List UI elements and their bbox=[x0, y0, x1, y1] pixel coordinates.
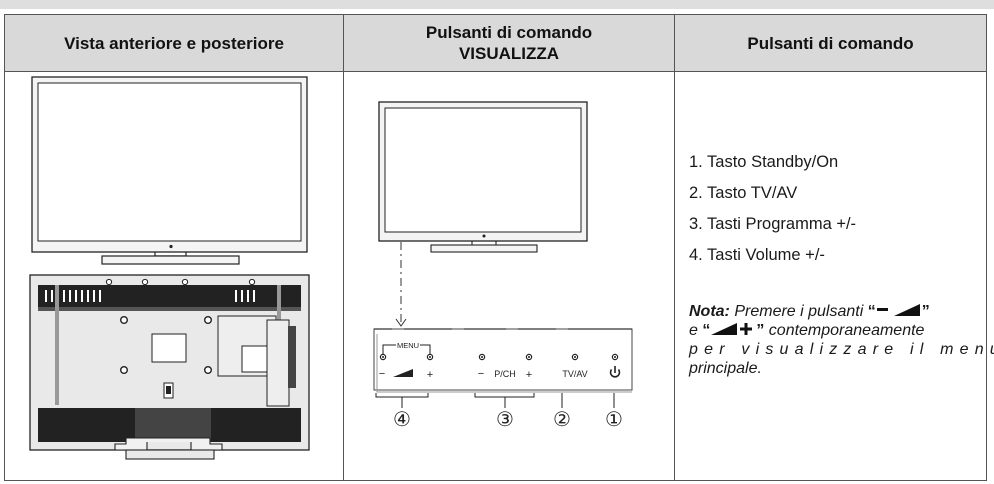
button-list: 1. Tasto Standby/On 2. Tasto TV/AV 3. Ta… bbox=[689, 147, 856, 271]
tv-back-icon bbox=[29, 274, 310, 460]
minus-volume-icon bbox=[876, 304, 920, 316]
power-icon bbox=[609, 366, 621, 378]
nota-line2-e: e bbox=[689, 322, 703, 339]
header-control-buttons: Pulsanti di comando bbox=[674, 14, 987, 72]
tv-views-cell bbox=[4, 71, 344, 481]
controls-table: Vista anteriore e posteriore Pulsanti di… bbox=[4, 14, 994, 481]
header-control-buttons-view: Pulsanti di comando VISUALIZZA bbox=[343, 14, 675, 72]
control-panel-illustration: MENU − + − P/CH + bbox=[373, 101, 633, 431]
list-item: 3. Tasti Programma +/- bbox=[689, 215, 857, 233]
list-item: 2. Tasto TV/AV bbox=[689, 184, 798, 202]
header-front-back-view: Vista anteriore e posteriore bbox=[4, 14, 344, 72]
callout-4: ④ bbox=[393, 407, 411, 431]
nota-line2-rest: contemporaneamente bbox=[764, 322, 925, 339]
quote-open: “ bbox=[867, 303, 876, 320]
quote-close-2: ” bbox=[756, 322, 765, 339]
tv-small-icon bbox=[378, 101, 588, 253]
ch-minus-label: − bbox=[478, 368, 484, 380]
header-col2-line2: VISUALIZZA bbox=[458, 44, 560, 63]
vol-minus-label: − bbox=[379, 368, 385, 380]
content-row: MENU − + − P/CH + bbox=[4, 71, 994, 481]
pch-label: P/CH bbox=[494, 369, 516, 379]
button-list-cell: 1. Tasto Standby/On 2. Tasto TV/AV 3. Ta… bbox=[674, 71, 994, 481]
header-row: Vista anteriore e posteriore Pulsanti di… bbox=[4, 14, 987, 72]
list-item: 4. Tasti Volume +/- bbox=[689, 246, 825, 264]
tv-views-illustration bbox=[29, 76, 310, 460]
control-panel: MENU − + − P/CH + bbox=[373, 328, 633, 393]
control-panel-cell: MENU − + − P/CH + bbox=[343, 71, 675, 481]
quote-open-2: “ bbox=[702, 322, 711, 339]
plus-volume-icon bbox=[711, 323, 753, 335]
top-bar bbox=[0, 0, 994, 9]
callout-2: ② bbox=[553, 407, 571, 431]
volume-wedge-icon bbox=[393, 369, 413, 377]
vol-plus-label: + bbox=[427, 369, 433, 381]
nota-label: Nota: bbox=[689, 303, 730, 320]
tvav-label: TV/AV bbox=[562, 369, 587, 379]
header-col2-line1: Pulsanti di comando bbox=[425, 23, 593, 42]
nota-paragraph: Nota: Premere i pulsanti “ ” e “ ” contemp… bbox=[689, 302, 994, 378]
quote-close: ” bbox=[921, 303, 930, 320]
ch-plus-label: + bbox=[526, 369, 532, 381]
tv-front-icon bbox=[31, 76, 308, 265]
callout-1: ① bbox=[605, 407, 623, 431]
nota-line3: per visualizzare il menu bbox=[689, 341, 994, 358]
callout-3: ③ bbox=[496, 407, 514, 431]
list-item: 1. Tasto Standby/On bbox=[689, 153, 839, 171]
nota-line1: Premere i pulsanti bbox=[729, 303, 868, 320]
menu-label: MENU bbox=[397, 341, 419, 350]
nota-line4: principale. bbox=[689, 360, 762, 377]
